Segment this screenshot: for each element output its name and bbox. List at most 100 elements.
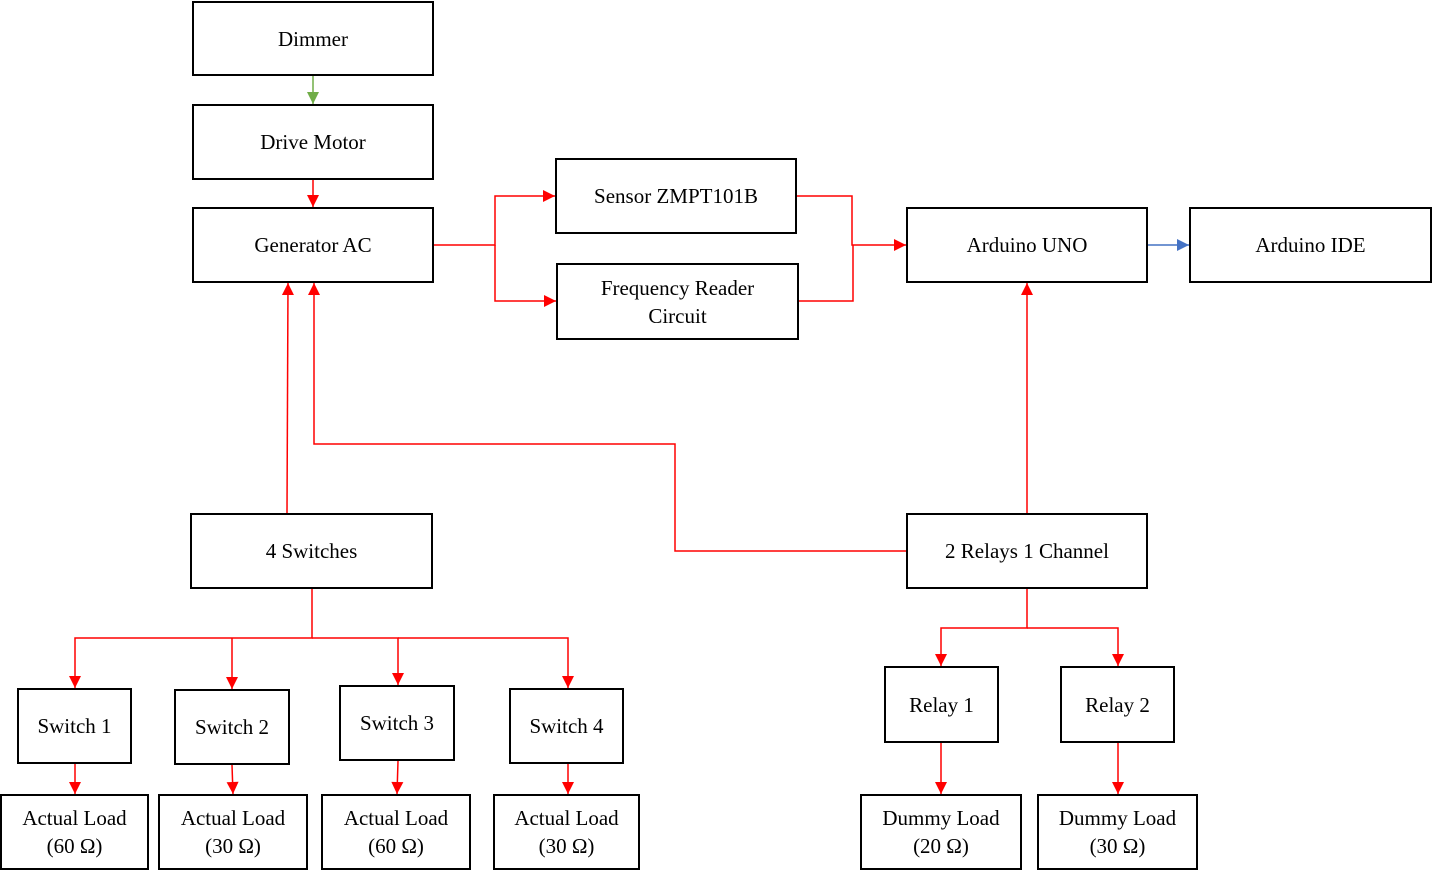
connector-line xyxy=(74,589,313,688)
node-dummy-load-2: Dummy Load(30 Ω) xyxy=(1037,794,1198,870)
arrowhead-icon xyxy=(1112,782,1124,794)
arrowhead-icon xyxy=(391,781,404,794)
node-label-line: Switch 4 xyxy=(529,714,604,738)
node-label-line: Switch 1 xyxy=(37,714,112,738)
node-label-line: Switch 2 xyxy=(194,715,270,739)
node-actual-load-1: Actual Load (60 Ω) xyxy=(0,794,149,870)
connector-relay1-to-dummy1 xyxy=(935,743,947,794)
connector-sensor-to-arduino-uno xyxy=(797,195,906,251)
node-switch-3: Switch 3 xyxy=(339,685,455,761)
node-relay-2: Relay 2 xyxy=(1060,666,1175,743)
node-label-line: Drive Motor xyxy=(260,130,366,154)
node-label: Switch 4 xyxy=(529,712,603,740)
node-label: Actual Load (60 Ω) xyxy=(22,804,126,860)
node-label: Actual Load (60 Ω) xyxy=(344,804,448,860)
node-arduino-uno: Arduino UNO xyxy=(906,207,1148,283)
arrowhead-icon xyxy=(226,677,238,689)
node-actual-load-2: Actual Load (30 Ω) xyxy=(158,794,308,870)
node-label-line: Dummy Load xyxy=(882,806,1000,830)
arrowhead-icon xyxy=(935,782,947,794)
node-dimmer: Dimmer xyxy=(192,1,434,76)
node-label: Dummy Load (20 Ω) xyxy=(882,804,999,860)
connector-four-switches-to-switch4 xyxy=(398,637,574,688)
arrowhead-icon xyxy=(562,676,574,688)
connector-line xyxy=(799,245,854,302)
node-label-line: (60 Ω) xyxy=(368,834,424,858)
node-label-line: Dummy Load xyxy=(1058,806,1177,830)
node-label: Switch 2 xyxy=(195,713,269,741)
node-drive-motor: Drive Motor xyxy=(192,104,434,180)
connector-line xyxy=(313,283,906,552)
node-label-line: Arduino IDE xyxy=(1255,233,1366,257)
node-label-line: Actual Load xyxy=(514,806,619,830)
connector-four-switches-to-switch2 xyxy=(226,638,238,689)
node-label-line: Switch 3 xyxy=(359,711,435,735)
node-arduino-ide: Arduino IDE xyxy=(1189,207,1432,283)
node-label-line: 4 Switches xyxy=(265,539,358,563)
connector-arduino-uno-to-arduino-ide xyxy=(1148,239,1189,251)
node-label-line: Relay 1 xyxy=(909,692,974,717)
connector-relays-to-relay1 xyxy=(935,589,1028,666)
node-label-line: Actual Load xyxy=(180,806,286,830)
node-label-line: Arduino UNO xyxy=(966,233,1088,257)
arrowhead-icon xyxy=(307,92,319,104)
arrowhead-icon xyxy=(562,782,574,794)
connector-relays-to-relay2 xyxy=(1027,627,1124,666)
connector-line xyxy=(1027,627,1119,666)
connector-four-switches-to-switch1 xyxy=(69,589,313,688)
connector-line xyxy=(494,245,556,302)
node-label-line: Actual Load xyxy=(22,806,127,830)
node-label: Sensor ZMPT101B xyxy=(594,182,758,210)
arrowhead-icon xyxy=(544,295,556,307)
arrowhead-icon xyxy=(1112,654,1124,666)
connector-four-switches-to-generator-ac xyxy=(281,282,294,514)
node-label: Relay 1 xyxy=(909,691,974,719)
node-switch-1: Switch 1 xyxy=(17,688,132,764)
node-label: Switch 1 xyxy=(37,712,111,740)
connector-relays-to-arduino-uno xyxy=(1021,283,1033,513)
node-label: 2 Relays 1 Channel xyxy=(945,537,1109,565)
node-2-relays-1-channel: 2 Relays 1 Channel xyxy=(906,513,1148,589)
connector-line xyxy=(312,637,399,685)
node-generator-ac: Generator AC xyxy=(192,207,434,283)
connector-four-switches-to-switch3 xyxy=(312,637,404,685)
node-relay-1: Relay 1 xyxy=(884,666,999,743)
node-actual-load-3: Actual Load (60 Ω) xyxy=(321,794,471,870)
arrowhead-icon xyxy=(69,782,81,794)
node-label-line: (60 Ω) xyxy=(46,834,103,858)
node-label-line: Dimmer xyxy=(278,26,348,51)
connector-line xyxy=(434,195,555,246)
node-label: Actual Load (30 Ω) xyxy=(181,804,285,860)
node-label-line: Circuit xyxy=(648,303,707,328)
node-switch-2: Switch 2 xyxy=(174,689,290,765)
node-label-line: Relay 2 xyxy=(1085,692,1150,717)
arrowhead-icon xyxy=(281,283,294,296)
arrowhead-icon xyxy=(392,673,404,685)
node-sensor-zmpt101b: Sensor ZMPT101B xyxy=(555,158,797,234)
node-label-line: Frequency Reader xyxy=(600,275,755,300)
node-switch-4: Switch 4 xyxy=(509,688,624,764)
node-label-line: (30 Ω) xyxy=(205,834,261,858)
arrowhead-icon xyxy=(894,239,906,251)
node-label-line: Actual Load xyxy=(343,806,449,830)
connector-line xyxy=(286,282,289,514)
node-label: Switch 3 xyxy=(360,709,434,737)
connector-relay2-to-dummy2 xyxy=(1112,743,1124,794)
node-label: Actual Load(30 Ω) xyxy=(514,804,618,860)
arrowhead-icon xyxy=(307,195,319,207)
connector-switch3-to-load3 xyxy=(391,760,404,795)
connector-dimmer-to-drive-motor xyxy=(307,76,319,104)
arrowhead-icon xyxy=(308,283,320,295)
connector-switch4-to-load4 xyxy=(562,764,574,794)
node-label: Dummy Load(30 Ω) xyxy=(1059,804,1176,860)
node-label-line: (20 Ω) xyxy=(913,834,969,858)
connector-line xyxy=(797,195,906,246)
node-label: Drive Motor xyxy=(260,128,366,156)
node-label: Relay 2 xyxy=(1085,691,1150,719)
node-4-switches: 4 Switches xyxy=(190,513,433,589)
connector-switch1-to-load1 xyxy=(69,764,81,794)
arrowhead-icon xyxy=(935,654,947,666)
node-label: Arduino UNO xyxy=(967,231,1088,259)
node-label: Generator AC xyxy=(254,231,371,259)
